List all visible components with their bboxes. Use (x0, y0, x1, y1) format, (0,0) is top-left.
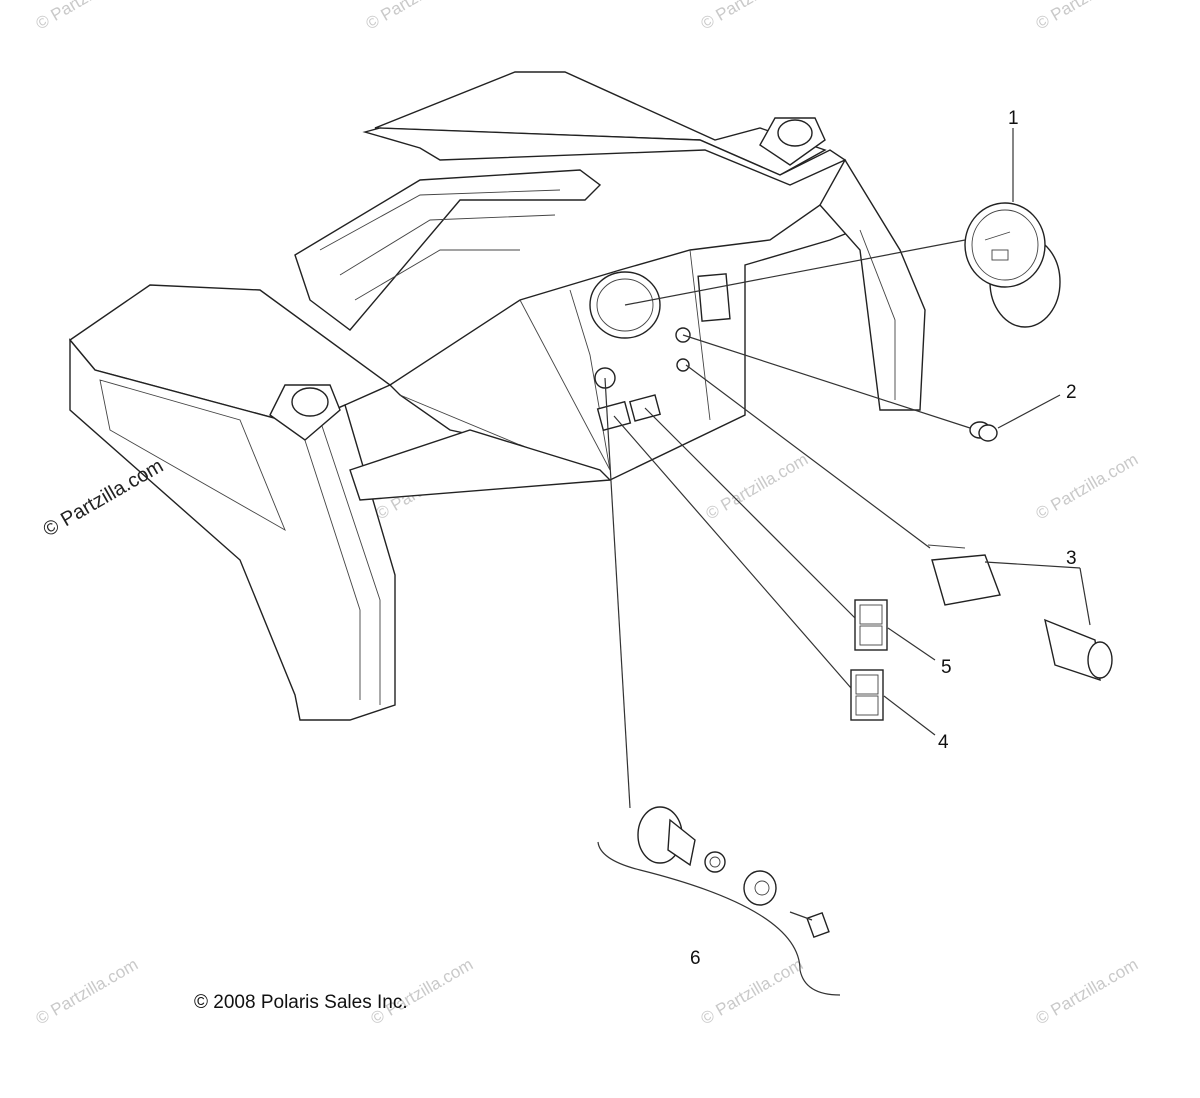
callout-3: 3 (1066, 548, 1077, 569)
part-3-power-outlet (685, 364, 1113, 682)
watermark-text: © Partzilla.com (33, 955, 142, 1029)
callout-5: 5 (941, 657, 952, 678)
watermark-text: © Partzilla.com (703, 450, 812, 524)
watermark-text: © Partzilla.com (1033, 450, 1142, 524)
vent-right (759, 117, 826, 166)
callouts: 1 2 3 4 5 6 (690, 108, 1077, 969)
part-2-indicator (682, 334, 1061, 442)
dashboard-body (68, 71, 926, 721)
part-1-gauge (624, 128, 1061, 328)
part-4-switch (613, 415, 936, 736)
watermark-text: © Partzilla.com (698, 955, 807, 1029)
watermark-text: © Partzilla.com (33, 0, 142, 33)
vent-left (269, 384, 341, 441)
part-5-rocker-switch (644, 407, 936, 661)
watermark-main: © Partzilla.com (40, 455, 168, 541)
callout-4: 4 (938, 732, 949, 753)
watermark-text: © Partzilla.com (1033, 0, 1142, 33)
watermark-text: © Partzilla.com (1033, 955, 1142, 1029)
watermark-text: © Partzilla.com (698, 0, 807, 33)
watermark-text: © Partzilla.com (363, 0, 472, 33)
copyright-text: © 2008 Polaris Sales Inc. (194, 992, 408, 1013)
callout-6: 6 (690, 948, 701, 969)
callout-1: 1 (1008, 108, 1019, 129)
part-6-ignition (597, 377, 841, 996)
callout-2: 2 (1066, 382, 1077, 403)
